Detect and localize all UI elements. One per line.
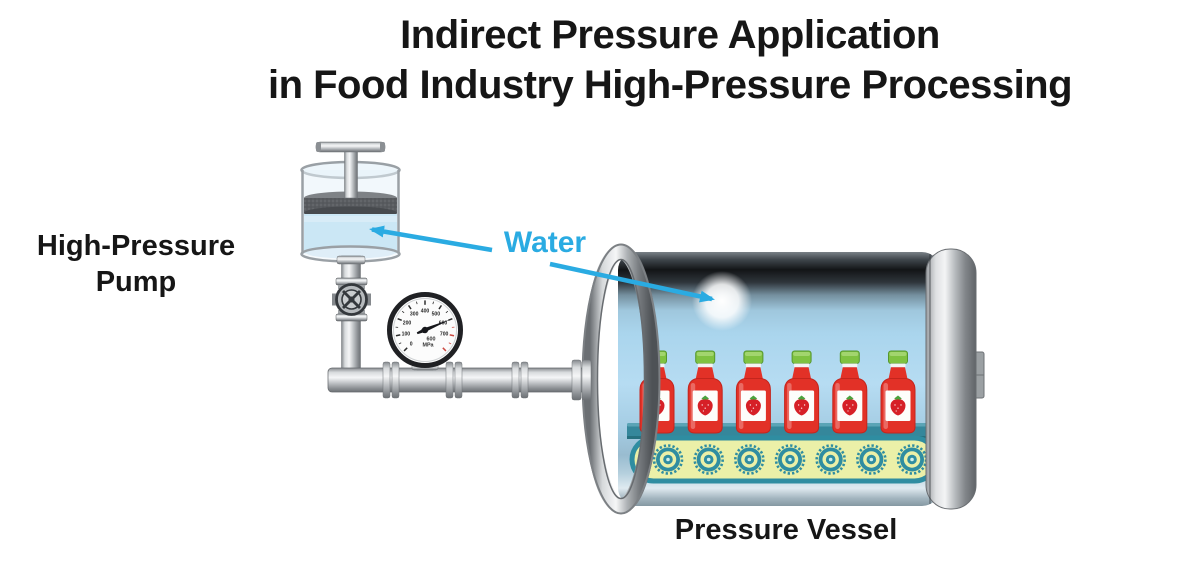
coupling-ring — [520, 361, 529, 399]
piping — [327, 255, 595, 399]
water-inlet-glow — [692, 271, 752, 331]
page-title: Indirect Pressure Application in Food In… — [150, 10, 1190, 110]
piston-handle — [315, 141, 386, 153]
pump-water-bottom — [306, 247, 395, 259]
conveyor-roller — [734, 444, 765, 475]
gauge-needle — [416, 319, 450, 335]
valve-handwheel-icon — [335, 283, 368, 316]
pump-label-line2: Pump — [95, 266, 177, 298]
gauge-dial-label: 700 — [440, 332, 449, 338]
gauge-tick — [438, 304, 443, 310]
water-callout: Water — [369, 225, 715, 303]
title-line1: Indirect Pressure Application — [400, 13, 940, 57]
water-label: Water — [504, 226, 587, 259]
water-arrow-to-pump — [369, 225, 493, 253]
gauge-dial-label: 500 — [432, 312, 441, 318]
gauge-reading: 600 — [427, 337, 436, 343]
pump-label-line1: High-Pressure — [36, 230, 236, 262]
gauge-dial-label: 200 — [403, 320, 412, 326]
vessel-coupling-ring — [571, 359, 582, 401]
coupling-ring — [391, 361, 400, 399]
coupling-ring — [445, 361, 454, 399]
pressure-vessel — [571, 243, 985, 515]
handle-end-right — [380, 142, 385, 152]
pump-label: High-Pressure Pump — [10, 228, 262, 300]
gauge-dial-label: 100 — [402, 332, 411, 338]
coupling-ring — [511, 361, 520, 399]
conveyor-roller — [856, 444, 887, 475]
vessel-label: Pressure Vessel — [674, 514, 898, 546]
pipe-couplings — [382, 361, 529, 399]
pipe-flange-top — [336, 255, 366, 265]
water-arrow-to-vessel — [549, 261, 715, 303]
conveyor-roller — [774, 444, 806, 475]
gauge-tick — [407, 304, 412, 310]
conveyor-roller — [815, 444, 846, 475]
gauge-tick — [442, 347, 447, 352]
coupling-ring — [454, 361, 463, 399]
valve-lug-right — [366, 293, 371, 306]
coupling-ring — [382, 361, 391, 399]
conveyor-roller — [652, 444, 684, 475]
conveyor-roller — [693, 444, 724, 475]
gauge-tick — [401, 310, 405, 314]
shutoff-valve — [332, 277, 371, 322]
gauge-unit: MPa — [422, 343, 434, 349]
gauge-dial-label: 400 — [421, 308, 430, 314]
gauge-tick — [398, 342, 402, 345]
valve-lug-left — [332, 293, 337, 306]
gauge-tick — [449, 334, 455, 337]
gauge-tick — [403, 347, 408, 352]
handle-end-left — [316, 142, 321, 152]
high-pressure-pump — [300, 141, 401, 263]
gauge-dial-label: 600 — [439, 320, 448, 326]
gauge-tick — [448, 342, 452, 345]
gauge-tick — [445, 310, 449, 314]
gauge-tick — [395, 334, 401, 337]
gauge-dial-label: 300 — [410, 312, 419, 318]
pump-water-surface — [304, 216, 397, 222]
vessel-end-cap — [925, 248, 977, 510]
gauge-hub — [421, 326, 429, 334]
gauge-tick — [397, 317, 403, 322]
flange-inner-edge — [596, 258, 646, 500]
gauge-dial-label: 0 — [410, 342, 413, 348]
vessel-coupling-ring — [581, 359, 592, 401]
title-line2: in Food Industry High-Pressure Processin… — [267, 63, 1073, 107]
gauge-tick — [432, 301, 434, 305]
gauge-tick — [416, 301, 418, 305]
piston-rod — [344, 150, 358, 199]
conveyor-roller — [896, 444, 928, 475]
